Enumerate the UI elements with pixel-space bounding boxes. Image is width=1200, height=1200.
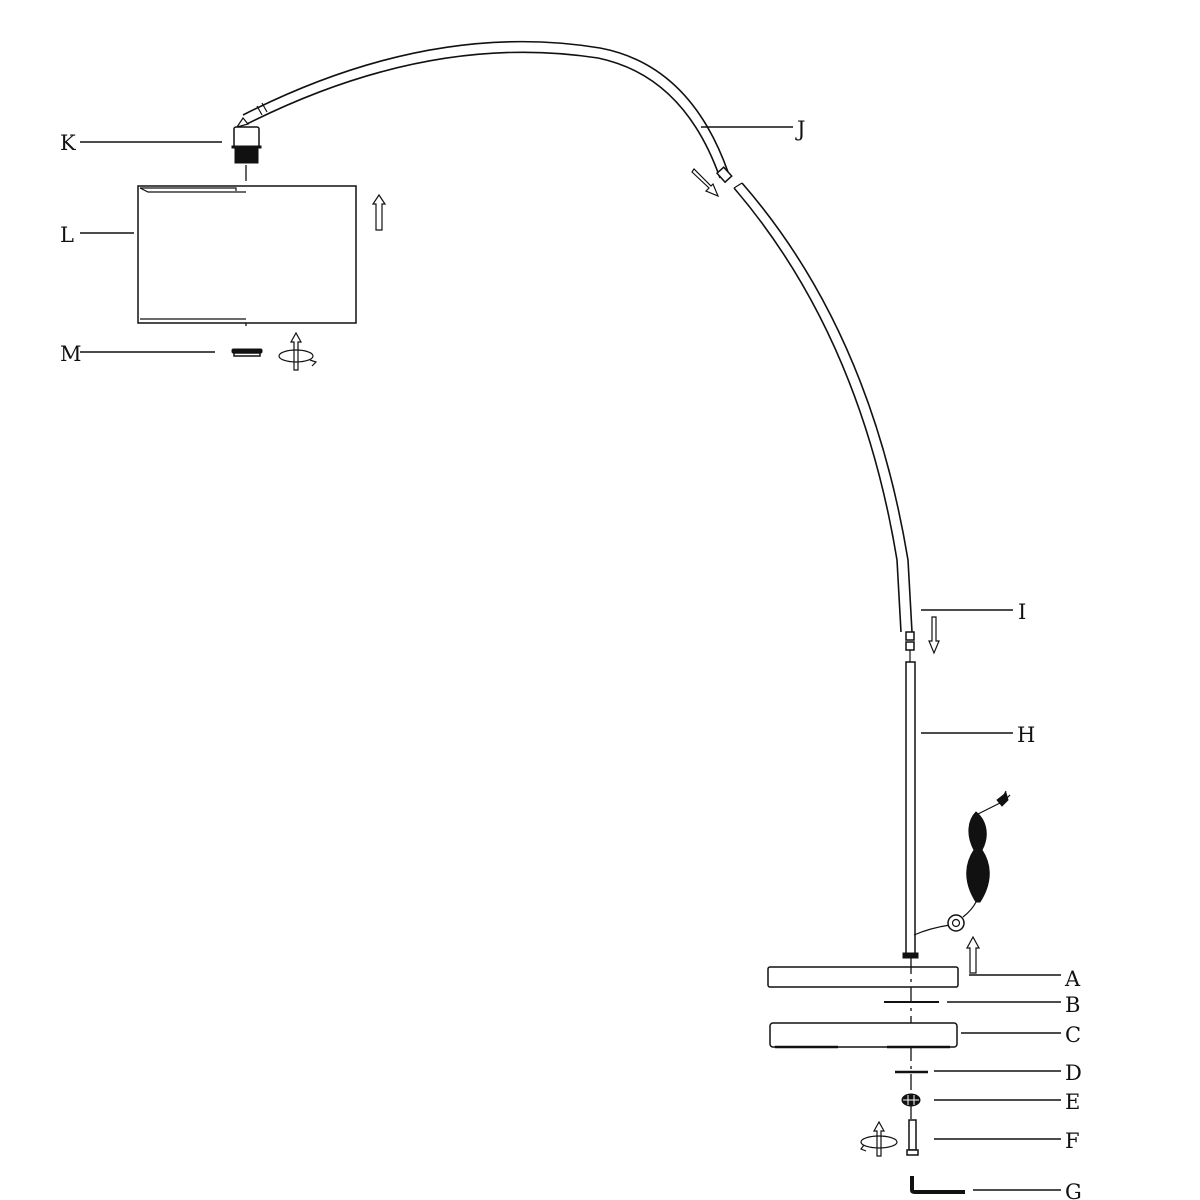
label-d: D [1065,1061,1082,1085]
arc-insert-arrow-icon [928,616,940,655]
label-i: I [1018,600,1026,624]
base-plate-a [767,966,959,988]
arc-join-arrow-icon [691,168,720,198]
socket-k [231,116,262,164]
lock-washer-e [901,1093,921,1107]
pole-h [902,661,1011,959]
label-k: K [60,131,76,155]
pole-up-arrow-icon [965,935,981,974]
shade-ring-m [231,348,263,357]
arc-section-j [242,40,733,184]
lampshade-l [137,185,357,324]
allen-key-g [910,1176,965,1194]
shade-up-arrow-icon [371,193,387,231]
leader-lines [80,126,1061,1191]
label-a: A [1064,967,1081,991]
ring-twist-arrow-icon [278,331,318,371]
label-m: M [60,342,82,366]
label-l: L [60,223,74,247]
label-h: H [1017,723,1035,747]
label-c: C [1065,1023,1081,1047]
base-c [769,1022,958,1049]
label-j: J [795,117,805,141]
label-f: F [1065,1129,1080,1153]
bolt-twist-arrow-icon [860,1120,898,1157]
arc-section-i [733,182,915,662]
bolt-f [906,1119,919,1156]
label-e: E [1065,1090,1080,1114]
label-b: B [1065,993,1080,1017]
label-g: G [1065,1180,1082,1200]
